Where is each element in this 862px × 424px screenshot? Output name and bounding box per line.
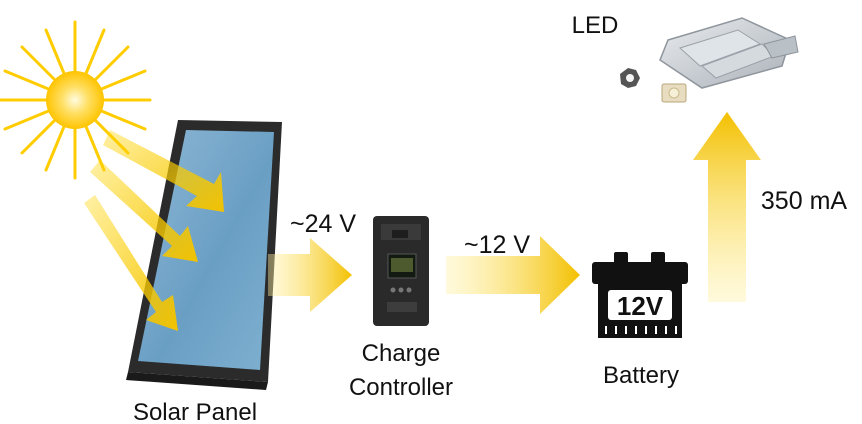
flow-label-battery-voltage: ~12 V: [464, 231, 530, 259]
led-chip-star: [620, 68, 640, 88]
sun-icon: [0, 20, 152, 180]
sunlight-arrows: [84, 130, 224, 331]
led-light-icon: [620, 17, 799, 103]
flow-label-led-current: 350 mA: [761, 187, 847, 215]
battery-icon: 12V: [592, 252, 688, 338]
battery-label: Battery: [603, 362, 679, 389]
charge-controller-icon: [373, 216, 429, 326]
arrow-panel-to-controller: [268, 238, 352, 312]
battery-mark: 12V: [617, 291, 664, 321]
arrow-battery-to-led: [693, 112, 761, 302]
led-chip-square: [661, 83, 687, 103]
charge-controller-label-line2: Controller: [349, 374, 453, 401]
arrow-controller-to-battery: [446, 236, 580, 314]
charge-controller-label-line1: Charge: [362, 340, 441, 367]
solar-panel-label: Solar Panel: [133, 399, 257, 424]
flow-label-panel-voltage: ~24 V: [290, 210, 356, 238]
led-label: LED: [572, 12, 619, 39]
